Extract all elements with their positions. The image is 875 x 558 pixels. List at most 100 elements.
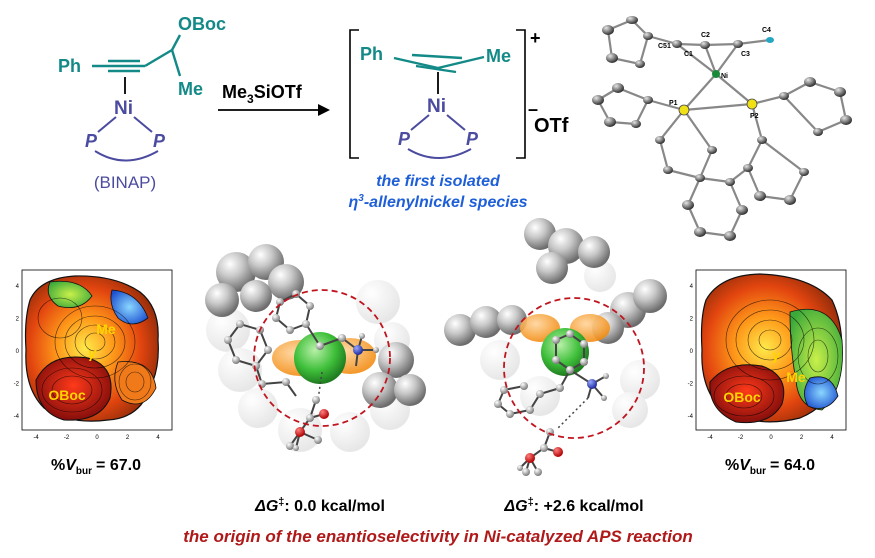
ts-right-atoms: [494, 330, 609, 476]
steric-map-left-green-region: [47, 280, 93, 309]
ts-left-solid-spheres: [205, 244, 426, 408]
product-bracket-right: [516, 29, 526, 159]
steric-map-right-vbur: %Vbur= 64.0: [725, 457, 815, 477]
steric-map-right: -4 -2 0 2 4 4 2 0 -2 -4 γ Me OBoc %Vbur= 64.0: [688, 269, 847, 477]
ortep-label-c51: C51: [658, 43, 671, 50]
reactant-ph-label: Ph: [58, 56, 81, 76]
product-ph-label: Ph: [360, 44, 383, 64]
product-caption-line1: the first isolated: [376, 173, 501, 190]
energy-left: ΔG‡: 0.0 kcal/mol: [254, 496, 385, 515]
steric-map-left-x-tick: 0: [95, 435, 99, 441]
steric-map-right-y-tick: -4: [688, 414, 694, 420]
product-charge: +: [530, 28, 541, 48]
steric-map-left-y-tick: -2: [14, 382, 20, 388]
steric-map-left-x-tick: 2: [126, 435, 130, 441]
ortep-label-c3: C3: [741, 51, 750, 58]
product-allenyl-bond-1: [393, 56, 439, 70]
reactant-structure: Ph OBoc Me Ni P P (BINAP): [58, 14, 226, 192]
ortep-atoms: [592, 16, 852, 241]
steric-map-right-y-tick: 4: [690, 284, 694, 290]
ts-left-nickel-sphere: [294, 332, 346, 384]
steric-map-right-x-tick: -4: [707, 435, 713, 441]
ts-right-interaction: [557, 397, 589, 429]
reactant-c-c-bond: [144, 48, 173, 68]
ortep-label-c1: C1: [684, 51, 693, 58]
product-allenyl-bond-2: [437, 55, 485, 70]
steric-map-right-axes: -4 -2 0 2 4 4 2 0 -2 -4: [688, 284, 835, 441]
reactant-p-right: P: [153, 131, 166, 151]
steric-map-left-y-tick: -4: [14, 414, 20, 420]
steric-map-right-x-tick: 2: [800, 435, 804, 441]
steric-map-right-label-gamma: γ: [772, 347, 781, 363]
ortep-labels: C51 C1 C2 C3 C4 Ni P1 P2: [658, 27, 771, 120]
energy-right: ΔG‡: +2.6 kcal/mol: [503, 496, 643, 515]
ortep-label-c2: C2: [701, 32, 710, 39]
steric-map-left-x-tick: -4: [33, 435, 39, 441]
reactant-c-o-bond: [170, 34, 182, 51]
reactant-ni-p-bond-left: [97, 116, 117, 133]
steric-map-right-x-tick: 0: [769, 435, 773, 441]
steric-map-right-x-tick: -2: [738, 435, 744, 441]
ortep-label-p1: P1: [669, 100, 678, 107]
reactant-p-left: P: [85, 131, 98, 151]
steric-map-right-x-tick: 4: [830, 435, 834, 441]
steric-map-right-blue-region: [804, 376, 839, 409]
ortep-label-c4: C4: [762, 27, 771, 34]
product-counterion-minus: –: [528, 99, 538, 119]
steric-map-left-red-region: [35, 356, 112, 421]
steric-map-left-contours: [37, 297, 152, 413]
steric-map-left-y-tick: 2: [16, 317, 20, 323]
ts-model-right: [444, 218, 667, 476]
steric-map-left-x-tick: -2: [64, 435, 70, 441]
reactant-c-me-bond: [170, 49, 182, 77]
ortep-label-ni: Ni: [721, 73, 728, 80]
product-p-right: P: [466, 129, 479, 149]
reaction-arrowhead: [318, 104, 330, 116]
steric-map-left-label-gamma: γ: [88, 345, 97, 361]
product-allenyl-bond-3: [411, 53, 463, 60]
steric-map-right-contours: [713, 299, 839, 417]
steric-map-right-y-tick: -2: [688, 382, 694, 388]
product-caption-line2: η3-allenylnickel species: [349, 193, 528, 211]
product-binap-backbone: [407, 148, 472, 159]
ts-right-highlight-circle: [503, 297, 645, 439]
reactant-ni-label: Ni: [114, 98, 133, 119]
crystal-structure: C51 C1 C2 C3 C4 Ni P1 P2: [592, 16, 852, 241]
reagent-label: Me3SiOTf: [222, 82, 303, 106]
product-p-left: P: [398, 129, 411, 149]
product-structure: + – OTf Ph Me Ni P P: [349, 28, 569, 159]
product-ni-label: Ni: [427, 96, 446, 117]
product-ni-p-bond-left: [410, 114, 430, 131]
ts-right-solid-spheres: [444, 218, 667, 346]
product-ni-p-bond-right: [446, 114, 466, 131]
ts-left-faint-spheres: [206, 280, 410, 452]
steric-map-right-red-region: [709, 364, 785, 424]
product-bracket-left: [349, 29, 359, 159]
steric-map-right-label-oboc: OBoc: [723, 389, 761, 405]
ts-model-left: [205, 244, 426, 452]
ortep-bonds: [597, 18, 848, 238]
steric-map-left-y-tick: 0: [16, 349, 20, 355]
ortep-label-p2: P2: [750, 113, 759, 120]
steric-map-right-y-tick: 0: [690, 349, 694, 355]
reactant-ligand-label: (BINAP): [94, 173, 156, 192]
reactant-me-label: Me: [178, 79, 203, 99]
ts-left-highlight-circle: [253, 289, 391, 427]
steric-map-left-orange-region: [114, 361, 157, 405]
product-me-label: Me: [486, 46, 511, 66]
steric-map-left-x-tick: 4: [156, 435, 160, 441]
steric-map-left-label-oboc: OBoc: [48, 387, 86, 403]
steric-map-left-label-me: Me: [96, 321, 116, 337]
product-allenyl-bond-4: [415, 64, 457, 74]
product-counterion: OTf: [534, 115, 569, 137]
reactant-ni-p-bond-right: [133, 116, 153, 133]
steric-map-right-y-tick: 2: [690, 317, 694, 323]
reactant-oboc-label: OBoc: [178, 14, 226, 34]
steric-map-left-vbur: %Vbur= 67.0: [51, 457, 141, 477]
steric-map-left-blue-region: [110, 289, 149, 325]
reactant-binap-backbone: [94, 150, 159, 162]
steric-map-right-label-me: Me: [786, 369, 806, 385]
